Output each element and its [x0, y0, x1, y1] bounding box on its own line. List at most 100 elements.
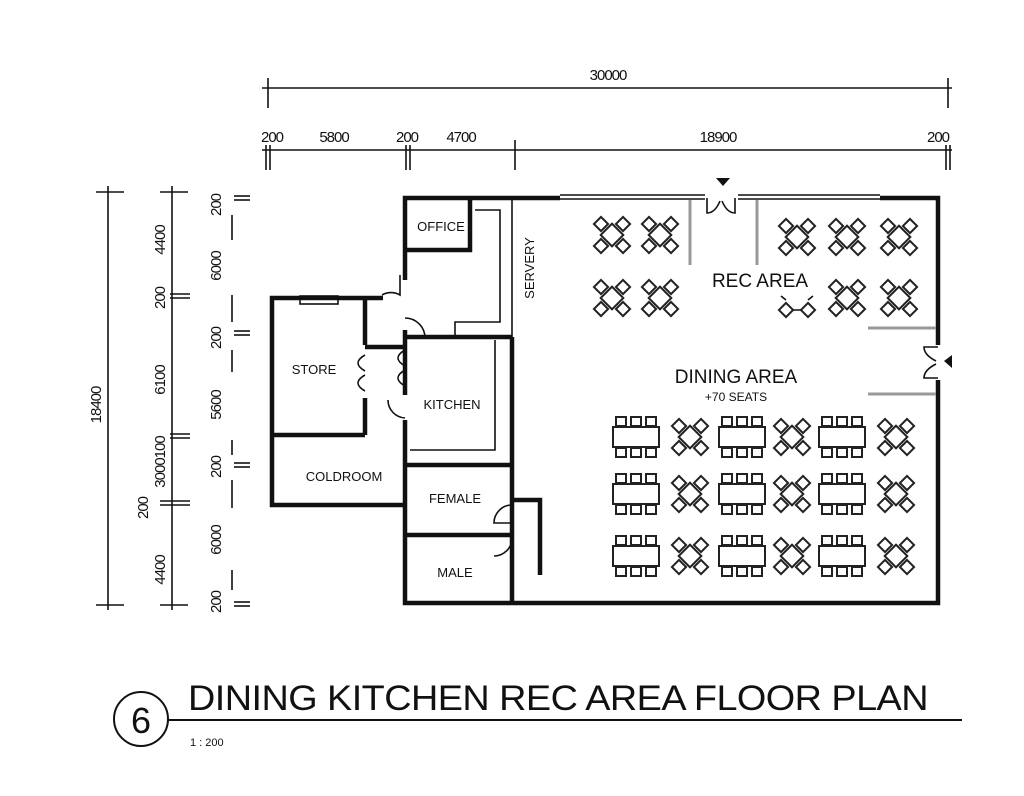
chair: [751, 473, 763, 484]
entry-arrow-icon: [716, 178, 730, 186]
chair: [614, 215, 632, 233]
chair: [630, 535, 642, 546]
chair: [794, 439, 812, 457]
dim-top-4: 4700: [446, 129, 476, 146]
chair: [692, 417, 710, 435]
dim-inner-5: 200: [208, 455, 225, 478]
room-label-rec-area: REC AREA: [712, 271, 808, 292]
chair: [821, 416, 833, 427]
chair: [799, 217, 817, 235]
chair: [836, 447, 848, 458]
furniture: [592, 215, 919, 577]
chair: [879, 278, 897, 296]
chair: [821, 504, 833, 515]
chair: [876, 558, 894, 576]
chair: [615, 447, 627, 458]
chair: [849, 278, 867, 296]
chair: [721, 416, 733, 427]
chair: [901, 239, 919, 257]
chair: [645, 447, 657, 458]
chair: [836, 566, 848, 577]
dim-arrow-marks: [234, 195, 250, 607]
chair: [777, 301, 795, 319]
chair: [736, 473, 748, 484]
chair: [901, 217, 919, 235]
room-label-coldroom: COLDROOM: [306, 469, 383, 484]
chair: [851, 566, 863, 577]
chair: [670, 496, 688, 514]
chair: [898, 417, 916, 435]
chair: [876, 474, 894, 492]
six-seat-table: [612, 473, 660, 515]
chair: [692, 439, 710, 457]
chair: [630, 447, 642, 458]
chair: [821, 473, 833, 484]
chair: [614, 278, 632, 296]
chair: [592, 278, 610, 296]
left-dimensions: 18400 4400 200 6100 3000100 200 4400 200…: [88, 186, 250, 613]
chair: [772, 558, 790, 576]
room-label-dining-area: DINING AREA: [675, 367, 798, 388]
chair: [898, 558, 916, 576]
dim-top-1: 200: [261, 129, 284, 146]
chair: [592, 215, 610, 233]
chair: [876, 417, 894, 435]
chair: [777, 239, 795, 257]
chair: [615, 473, 627, 484]
chair: [630, 473, 642, 484]
six-seat-table: [612, 416, 660, 458]
chair: [662, 300, 680, 318]
chair: [736, 566, 748, 577]
chair: [751, 566, 763, 577]
dim-inner-7: 200: [208, 590, 225, 613]
four-seat-table: [879, 278, 919, 318]
chair: [692, 558, 710, 576]
four-seat-table: [827, 217, 867, 257]
top-dimensions: 30000 200 5800 200 4700 18900 200: [261, 67, 952, 170]
chair: [821, 566, 833, 577]
chair: [736, 416, 748, 427]
chair: [821, 535, 833, 546]
chair: [630, 416, 642, 427]
chair: [640, 278, 658, 296]
four-seat-table: [670, 474, 710, 514]
chair: [827, 300, 845, 318]
chair: [799, 239, 817, 257]
room-label-kitchen: KITCHEN: [423, 397, 480, 412]
doors: [357, 178, 952, 557]
six-seat-table: [818, 473, 866, 515]
chair: [821, 447, 833, 458]
chair: [615, 504, 627, 515]
dim-left-2: 200: [152, 286, 169, 309]
chair: [640, 215, 658, 233]
chair: [662, 215, 680, 233]
six-seat-table: [718, 416, 766, 458]
chair: [772, 496, 790, 514]
chair: [736, 447, 748, 458]
dim-inner-2: 6000: [208, 251, 225, 281]
four-seat-table: [592, 278, 632, 318]
chair: [645, 504, 657, 515]
chair: [851, 535, 863, 546]
chair: [630, 566, 642, 577]
six-seat-table: [718, 473, 766, 515]
dim-left-4: 3000100: [152, 436, 169, 488]
chair: [662, 237, 680, 255]
dim-inner-6: 6000: [208, 525, 225, 555]
chair: [692, 496, 710, 514]
six-seat-table: [818, 416, 866, 458]
chair: [721, 447, 733, 458]
drawing-title: DINING KITCHEN REC AREA FLOOR PLAN: [188, 679, 928, 718]
title-block: 6 DINING KITCHEN REC AREA FLOOR PLAN 1 :…: [113, 679, 962, 749]
chair: [736, 535, 748, 546]
chair: [898, 496, 916, 514]
four-seat-table: [640, 215, 680, 255]
chair: [614, 237, 632, 255]
chair: [670, 474, 688, 492]
chair: [827, 278, 845, 296]
dining-seat-count: +70 SEATS: [705, 390, 767, 404]
dim-inner-3: 200: [208, 326, 225, 349]
drawing-number: 6: [131, 700, 151, 741]
chair: [772, 439, 790, 457]
four-seat-table: [777, 217, 817, 257]
